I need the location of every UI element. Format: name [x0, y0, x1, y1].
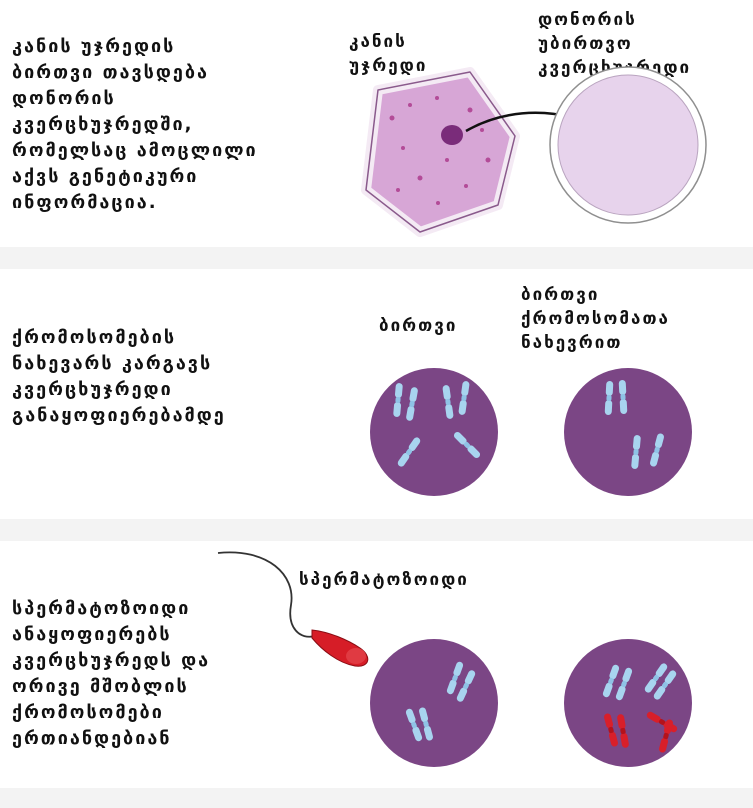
- donor-egg-outline: [549, 66, 707, 224]
- half-chromosome-nucleus-label: ბირთვი ქრომოსომათა ნახევრით: [521, 285, 670, 353]
- skin-cell-granules: [389, 96, 491, 205]
- donor-egg-cell: [550, 67, 706, 223]
- panel-3-description: სპერმატოზოიდი ანაყოფიერებს კვერცხუჯრედს …: [12, 598, 211, 749]
- egg-being-fertilized: [370, 639, 498, 767]
- nucleus-half-chromosomes: [564, 368, 692, 496]
- nucleus-full-chromosomes: [370, 368, 498, 496]
- panel-1-description: კანის უჯრედის ბირთვი თავსდება დონორის კვ…: [12, 36, 258, 213]
- nucleus-label: ბირთვი: [379, 316, 458, 336]
- skin-cell-label: კანის უჯრედი: [349, 32, 428, 76]
- zygote: [564, 639, 692, 767]
- sperm-tail: [217, 551, 316, 638]
- band-1: [0, 247, 753, 269]
- sperm-label: სპერმატოზოიდი: [299, 570, 469, 590]
- panel-2-description: ქრომოსომების ნახევარს კარგავს კვერცხუჯრე…: [12, 327, 226, 426]
- skin-cell-nucleus: [441, 125, 463, 145]
- band-3: [0, 788, 753, 808]
- skin-cell-outline: [365, 71, 516, 233]
- band-2: [0, 519, 753, 541]
